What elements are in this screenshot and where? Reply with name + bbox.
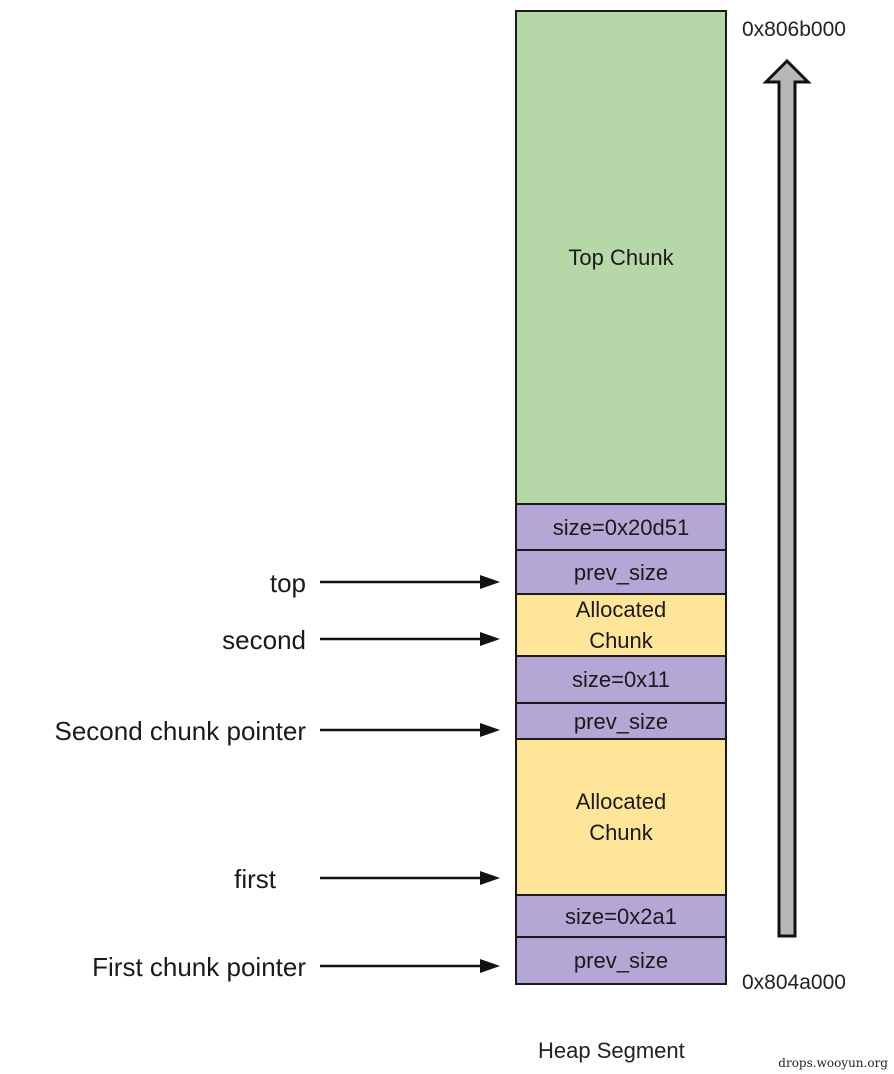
- pointer-arrow-top: [320, 575, 500, 589]
- first-chunk-size-field: size=0x2a1: [515, 894, 727, 938]
- second-chunk-size-field: size=0x11: [515, 655, 727, 704]
- pointer-arrow-second: [320, 632, 500, 646]
- first-chunk-prev-size-field: prev_size: [515, 936, 727, 985]
- high-address-label: 0x806b000: [742, 18, 846, 41]
- pointer-arrow-first-chunk-pointer: [320, 959, 500, 973]
- pointer-arrow-first: [320, 871, 500, 885]
- top-chunk-prev-size-field: prev_size: [515, 549, 727, 595]
- second-allocated-chunk: Allocated Chunk: [515, 593, 727, 657]
- pointer-label-first-chunk-pointer: First chunk pointer: [92, 952, 306, 982]
- pointer-label-top: top: [269, 568, 306, 598]
- diagram-caption: Heap Segment: [538, 1038, 685, 1063]
- first-allocated-chunk: Allocated Chunk: [515, 738, 727, 896]
- top-chunk-size-field: size=0x20d51: [515, 503, 727, 551]
- top-chunk-block: Top Chunk: [515, 10, 727, 505]
- pointer-label-second-chunk-pointer: Second chunk pointer: [54, 716, 306, 746]
- pointer-label-first: first: [234, 864, 276, 894]
- pointer-label-second: second: [222, 625, 306, 655]
- watermark: drops.wooyun.org: [778, 1056, 888, 1070]
- heap-growth-arrow-icon: [762, 58, 812, 938]
- low-address-label: 0x804a000: [742, 971, 846, 994]
- pointer-arrow-second-chunk-pointer: [320, 723, 500, 737]
- second-chunk-prev-size-field: prev_size: [515, 702, 727, 740]
